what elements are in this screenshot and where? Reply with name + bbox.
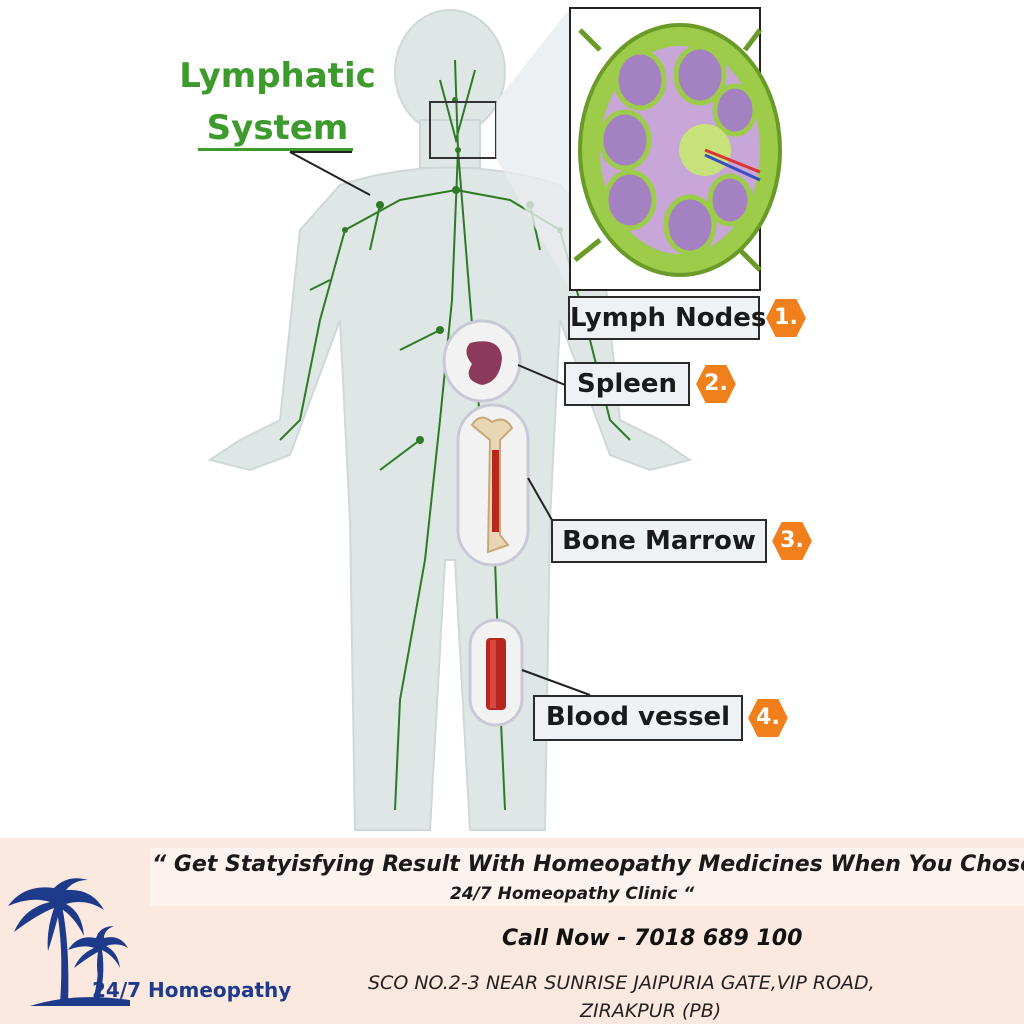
badge-2: 2. xyxy=(694,362,738,406)
tagline-line2: 24/7 Homeopathy Clinic “ xyxy=(450,884,695,904)
brand-name: 24/7 Homeopathy xyxy=(92,978,292,1002)
badge-4: 4. xyxy=(746,696,790,740)
bone-marrow-illustration xyxy=(456,403,530,567)
address-line1: SCO NO.2-3 NEAR SUNRISE JAIPURIA GATE,VI… xyxy=(368,972,875,994)
badge-number: 2. xyxy=(704,371,728,396)
tagline-line1: “ Get Statyisfying Result With Homeopath… xyxy=(152,852,1024,877)
label-lymph-nodes: Lymph Nodes xyxy=(568,296,766,340)
diagram-title-line1: Lymphatic xyxy=(179,56,376,96)
palm-trees-icon xyxy=(8,878,130,1006)
hexagon-badge-icon xyxy=(764,297,808,339)
label-blood-vessel: Blood vessel xyxy=(533,695,743,741)
lymphatic-diagram xyxy=(207,7,782,831)
lymph-node-illustration xyxy=(569,7,782,291)
zoom-wedge xyxy=(496,8,570,290)
leader-lines xyxy=(289,151,591,696)
label-spleen: Spleen xyxy=(564,362,690,406)
hexagon-badge-icon xyxy=(746,697,790,739)
hexagon-badge-icon xyxy=(770,520,814,562)
blood-vessel-illustration xyxy=(468,618,524,727)
quote-band xyxy=(150,848,1024,906)
call-now-text: Call Now - 7018 689 100 xyxy=(502,926,803,951)
badge-number: 1. xyxy=(774,305,798,330)
badge-number: 4. xyxy=(756,705,780,730)
badge-number: 3. xyxy=(780,528,804,553)
diagram-title-line2: System xyxy=(206,108,349,148)
hexagon-badge-icon xyxy=(694,363,738,405)
badge-3: 3. xyxy=(770,519,814,563)
label-bone-marrow: Bone Marrow xyxy=(551,519,767,563)
badge-1: 1. xyxy=(764,296,808,340)
spleen-illustration xyxy=(442,319,522,403)
address-line2: ZIRAKPUR (PB) xyxy=(580,1000,722,1022)
title-underline xyxy=(198,148,353,151)
